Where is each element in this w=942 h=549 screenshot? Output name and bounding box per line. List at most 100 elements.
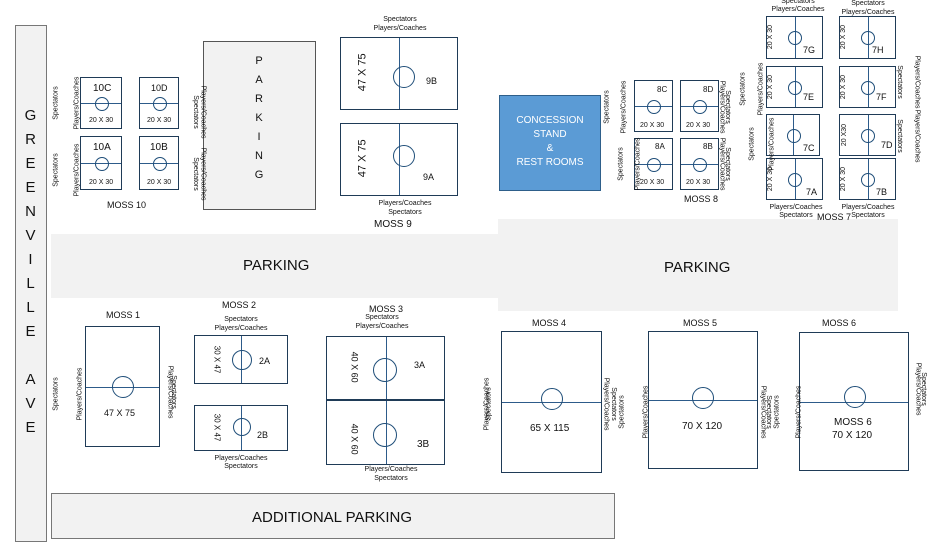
moss8-spectators-left-top: Spectators [603, 90, 611, 124]
field-7h[interactable] [839, 16, 896, 59]
field-7f-size: 20 X 30 [840, 74, 848, 100]
field-7h-id: 7H [872, 45, 884, 55]
field-3a-size: 40 X 60 [349, 351, 360, 383]
moss8-spectators-right-top: Spectators [723, 90, 731, 124]
parking-label-right: PARKING [664, 259, 731, 276]
field-3b-size: 40 X 60 [349, 423, 360, 455]
field-7h-size: 20 X 30 [840, 24, 848, 50]
field-2a-id: 2A [259, 356, 271, 366]
field-8c[interactable] [634, 80, 673, 132]
field-moss1[interactable] [85, 326, 160, 447]
field-7g-id: 7G [803, 45, 816, 55]
field-moss6[interactable] [799, 332, 909, 471]
field-9a[interactable] [340, 123, 458, 196]
field-8a[interactable] [634, 138, 673, 190]
moss6-name: MOSS 6 [822, 318, 857, 328]
moss7-spectators-right-1: Spectators [895, 65, 903, 99]
field-moss5[interactable] [648, 331, 758, 469]
moss5-spectators-right: Spectators [764, 395, 772, 429]
field-10a[interactable] [80, 136, 122, 190]
moss7-name: MOSS 7 [817, 212, 852, 222]
field-8d[interactable] [680, 80, 719, 132]
moss7-players-bottom-left: Players/Coaches [769, 204, 823, 211]
field-moss6-id: MOSS 6 [834, 417, 872, 428]
field-7a-id: 7A [806, 187, 818, 197]
moss2-players-bottom: Players/Coaches [214, 455, 268, 462]
moss10-parking-label: P A R K I N G [254, 55, 265, 181]
field-2b-size: 30 X 47 [212, 413, 222, 442]
moss7-players-top-right: Players/Coaches [841, 9, 895, 16]
field-8b-id: 8B [703, 142, 713, 151]
moss7-spectators-left-1: Spectators [739, 72, 747, 106]
field-7g-size: 20 X 30 [767, 24, 775, 50]
field-10a-size: 20 X 30 [89, 179, 114, 186]
additional-parking-lot [51, 493, 615, 539]
field-7g[interactable] [766, 16, 823, 59]
moss7-spectators-top-right: Spectators [851, 0, 885, 7]
field-9a-size: 47 X 75 [356, 139, 369, 178]
field-10b[interactable] [139, 136, 179, 190]
moss5-spectators-left: Spectators [618, 395, 626, 429]
moss3-spectators-bottom: Spectators [374, 475, 408, 482]
moss8-name: MOSS 8 [684, 194, 719, 204]
main-parking-left [51, 234, 498, 298]
field-10b-id: 10B [150, 142, 168, 153]
concession-stand: CONCESSION STAND & REST ROOMS [499, 95, 601, 191]
field-8d-size: 20 X 30 [686, 122, 711, 129]
field-7e-size: 20 X 30 [767, 74, 775, 100]
moss6-spectators-right: Spectators [919, 372, 927, 406]
moss2-name: MOSS 2 [222, 300, 257, 310]
moss8-players-left-bottom: Players/Coaches [634, 137, 642, 191]
field-8c-size: 20 X 30 [640, 122, 665, 129]
field-7d[interactable] [839, 114, 896, 156]
field-2a[interactable] [194, 335, 288, 384]
field-7f[interactable] [839, 66, 896, 108]
moss10-spectators-left-top: Spectators [52, 86, 60, 120]
moss7-spectators-bottom-right: Spectators [851, 212, 885, 219]
field-10c[interactable] [80, 77, 122, 129]
field-9a-id: 9A [423, 172, 435, 182]
moss7-players-left-2: Players/Coaches [768, 117, 776, 171]
field-8b[interactable] [680, 138, 719, 190]
moss8-players-left-top: Players/Coaches [620, 80, 628, 134]
field-7e[interactable] [766, 66, 823, 108]
field-moss6-size: 70 X 120 [832, 430, 873, 441]
field-7e-id: 7E [803, 92, 815, 102]
field-8a-id: 8A [655, 142, 665, 151]
field-7b-id: 7B [876, 187, 888, 197]
moss3-players-top: Players/Coaches [355, 323, 409, 330]
parking-label-left: PARKING [243, 257, 310, 274]
moss8-spectators-left-bottom: Spectators [617, 147, 625, 181]
field-7f-id: 7F [876, 92, 887, 102]
greenville-ave-label: G R E E N V I L L E A V E [24, 107, 38, 436]
field-9b[interactable] [340, 37, 458, 110]
field-7b-size: 20 X 30 [840, 166, 848, 192]
field-8b-size: 20 X 30 [686, 179, 711, 186]
moss8-spectators-right-bottom: Spectators [723, 147, 731, 181]
moss7-spectators-top-left: Spectators [781, 0, 815, 5]
moss2-spectators-top: Spectators [224, 316, 258, 323]
field-9b-size: 47 X 75 [356, 53, 369, 92]
moss10-players-right-top: Players/Coaches [199, 85, 207, 139]
moss7-spectators-right-2: Spectators [895, 119, 903, 153]
field-3b-id: 3B [417, 439, 430, 450]
field-7a[interactable] [766, 158, 823, 200]
field-2b[interactable] [194, 405, 288, 451]
moss1-spectators-left: Spectators [52, 377, 60, 411]
moss3-spectators-top: Spectators [365, 314, 399, 321]
field-moss4[interactable] [501, 331, 602, 473]
field-moss1-size: 47 X 75 [104, 408, 136, 418]
moss2-spectators-bottom: Spectators [224, 463, 258, 470]
field-7c-id: 7C [803, 143, 815, 153]
field-10d[interactable] [139, 77, 179, 129]
moss10-name: MOSS 10 [107, 200, 147, 210]
field-3b[interactable] [326, 400, 445, 465]
moss7-players-bottom-right: Players/Coaches [841, 204, 895, 211]
field-7b[interactable] [839, 158, 896, 200]
field-3a[interactable] [326, 336, 445, 400]
moss10-players-right-bottom: Players/Coaches [199, 147, 207, 201]
moss7-players-right-1: Players/Coaches [913, 55, 921, 109]
field-7c[interactable] [766, 114, 820, 156]
field-3a-id: 3A [414, 360, 426, 370]
moss3-players-bottom: Players/Coaches [364, 466, 418, 473]
